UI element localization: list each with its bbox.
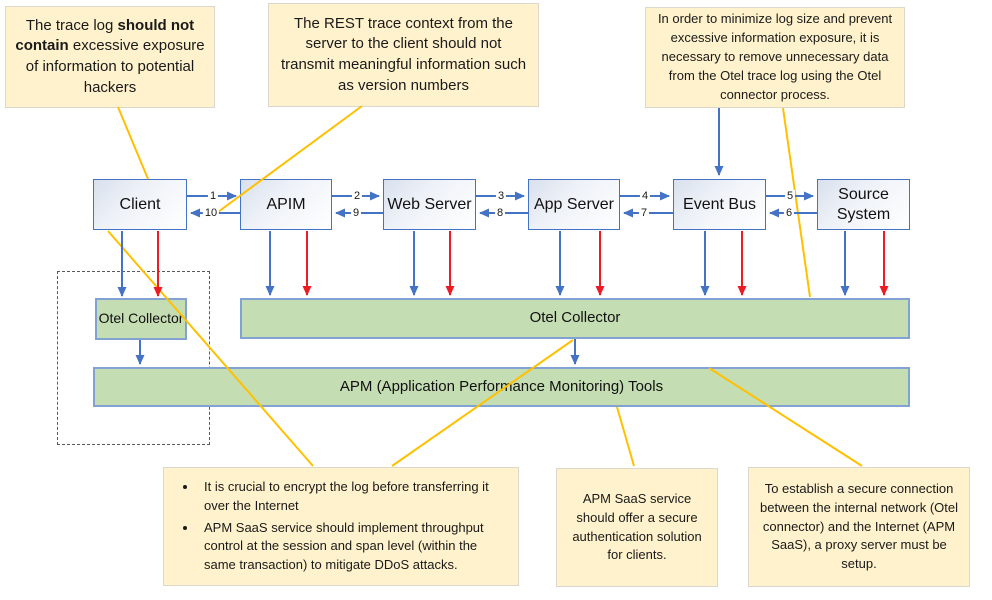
note-encrypt-throttle-list: It is crucial to encrypt the log before …	[170, 475, 508, 578]
note-trace-log: The trace log should not contain excessi…	[5, 6, 215, 108]
seq-label-5: 5	[784, 189, 796, 203]
connector-note1-to-client	[117, 106, 149, 180]
note-secure-authentication: APM SaaS service should offer a secure a…	[556, 468, 718, 587]
otel-collector-wide-bar: Otel Collector	[240, 298, 910, 339]
note-rest-trace-context-text: The REST trace context from the server t…	[280, 14, 527, 94]
apm-tools-label: APM (Application Performance Monitoring)…	[339, 377, 664, 395]
apm-tools-bar: APM (Application Performance Monitoring)…	[93, 367, 910, 407]
note-bullet-encrypt: It is crucial to encrypt the log before …	[198, 478, 508, 516]
seq-label-10: 10	[202, 206, 220, 220]
seq-label-4: 4	[639, 189, 651, 203]
node-web-server: Web Server	[383, 179, 476, 230]
node-app-server-label: App Server	[533, 195, 615, 213]
node-client: Client	[93, 179, 187, 230]
seq-label-8: 8	[494, 206, 506, 220]
node-apim: APIM	[240, 179, 332, 230]
note-encrypt-throttle: It is crucial to encrypt the log before …	[163, 467, 519, 586]
seq-label-2: 2	[351, 189, 363, 203]
node-source-system-label: Source System	[836, 185, 891, 223]
seq-label-6: 6	[783, 206, 795, 220]
note-rest-trace-context: The REST trace context from the server t…	[268, 3, 539, 107]
note-bullet-throughput: APM SaaS service should implement throug…	[198, 519, 508, 576]
seq-label-9: 9	[350, 206, 362, 220]
seq-label-7: 7	[638, 206, 650, 220]
note-proxy-server: To establish a secure connection between…	[748, 467, 970, 587]
seq-label-3: 3	[495, 189, 507, 203]
connector-note3-to-otel-collector	[782, 107, 811, 298]
node-source-system: Source System	[817, 179, 910, 230]
connector-apm-bar-to-note5	[616, 406, 635, 467]
seq-label-1: 1	[207, 189, 219, 203]
node-client-label: Client	[119, 195, 161, 213]
note-minimize-log-size-text: In order to minimize log size and preven…	[657, 11, 893, 102]
otel-collector-small-label: Otel Collector	[98, 310, 184, 327]
node-event-bus: Event Bus	[673, 179, 766, 230]
node-web-server-label: Web Server	[387, 195, 472, 213]
note-secure-authentication-text: APM SaaS service should offer a secure a…	[572, 490, 702, 563]
note-proxy-server-text: To establish a secure connection between…	[760, 480, 958, 572]
otel-collector-wide-label: Otel Collector	[529, 309, 621, 327]
note-trace-log-text: The trace log should not contain excessi…	[15, 16, 205, 96]
otel-collector-small-box: Otel Collector	[95, 298, 187, 340]
note-minimize-log-size: In order to minimize log size and preven…	[645, 7, 905, 108]
node-app-server: App Server	[528, 179, 620, 230]
node-apim-label: APIM	[266, 195, 306, 213]
node-event-bus-label: Event Bus	[683, 195, 756, 213]
